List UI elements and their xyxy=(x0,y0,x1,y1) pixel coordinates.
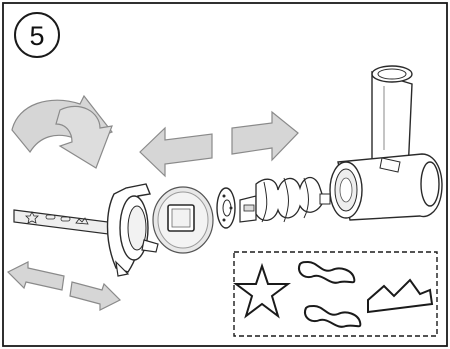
step-badge-circle xyxy=(14,12,60,58)
wave-shape-icon xyxy=(298,260,356,284)
diagram-frame xyxy=(2,2,448,347)
locking-ring xyxy=(106,183,159,277)
cookie-attachment-strip xyxy=(13,209,109,235)
arrow-left-icon xyxy=(139,126,213,178)
auger-screw xyxy=(239,176,331,223)
arrow-right-icon xyxy=(231,110,299,162)
wave-shape-icon xyxy=(304,304,362,328)
double-arrow-icon xyxy=(6,261,122,311)
rotate-arrow-icon xyxy=(11,94,113,169)
star-shape-icon xyxy=(25,211,39,224)
star-shape-icon xyxy=(233,262,291,319)
step-number: 5 xyxy=(29,21,44,51)
grinder-housing xyxy=(329,65,443,221)
washer xyxy=(216,187,236,229)
crown-shape-icon xyxy=(367,278,434,314)
cookie-shapes-inset xyxy=(233,251,438,337)
cookie-disc xyxy=(152,186,214,254)
step-badge: 5 xyxy=(14,12,60,58)
